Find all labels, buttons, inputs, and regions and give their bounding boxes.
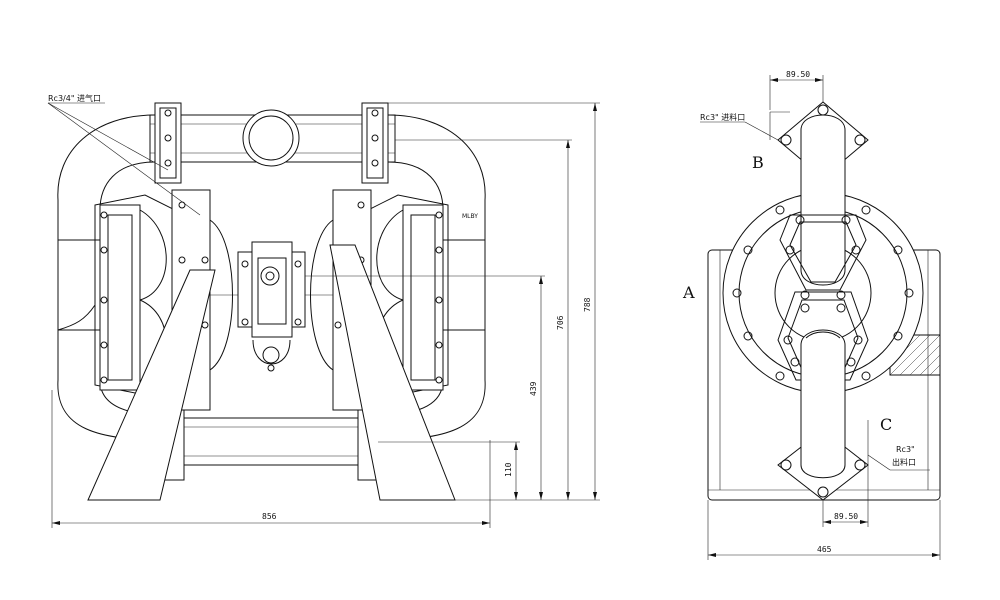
top-pipe [800, 114, 846, 286]
top-port [242, 109, 300, 167]
left-leg [87, 269, 216, 501]
label-A: A [682, 283, 695, 302]
side-view: A B C Rc3" 进料口 Rc3" 出料口 [682, 101, 941, 501]
dim-top-flange: 89.50 [786, 70, 810, 79]
side-mark-text: MLBY [462, 213, 478, 220]
side-dimensions: 89.50 89.50 465 [707, 70, 941, 560]
dim-height-706: 706 [556, 315, 565, 330]
top-left-flange [154, 102, 182, 184]
label-C: C [880, 415, 892, 434]
dim-height-788: 788 [583, 297, 592, 312]
label-B: B [752, 153, 764, 172]
front-view: Rc3/4" 进气口 MLBY [47, 93, 486, 501]
muffler [262, 346, 280, 364]
outlet-label-line1: Rc3" [896, 445, 915, 454]
air-inlet-label: Rc3/4" 进气口 [48, 93, 101, 103]
dim-height-439: 439 [529, 381, 538, 396]
inlet-label: Rc3" 进料口 [700, 112, 745, 122]
dim-height-110: 110 [504, 462, 513, 477]
bottom-manifold [164, 417, 379, 466]
outlet-label-line2: 出料口 [892, 457, 916, 467]
air-valve-knob [260, 266, 280, 286]
dim-bottom-flange: 89.50 [834, 512, 858, 521]
front-dimensions: 856 788 706 439 110 [51, 102, 600, 528]
dim-width-856: 856 [262, 512, 277, 521]
dim-side-width: 465 [817, 545, 832, 554]
bottom-pipe [800, 329, 846, 479]
top-right-flange [361, 102, 389, 184]
